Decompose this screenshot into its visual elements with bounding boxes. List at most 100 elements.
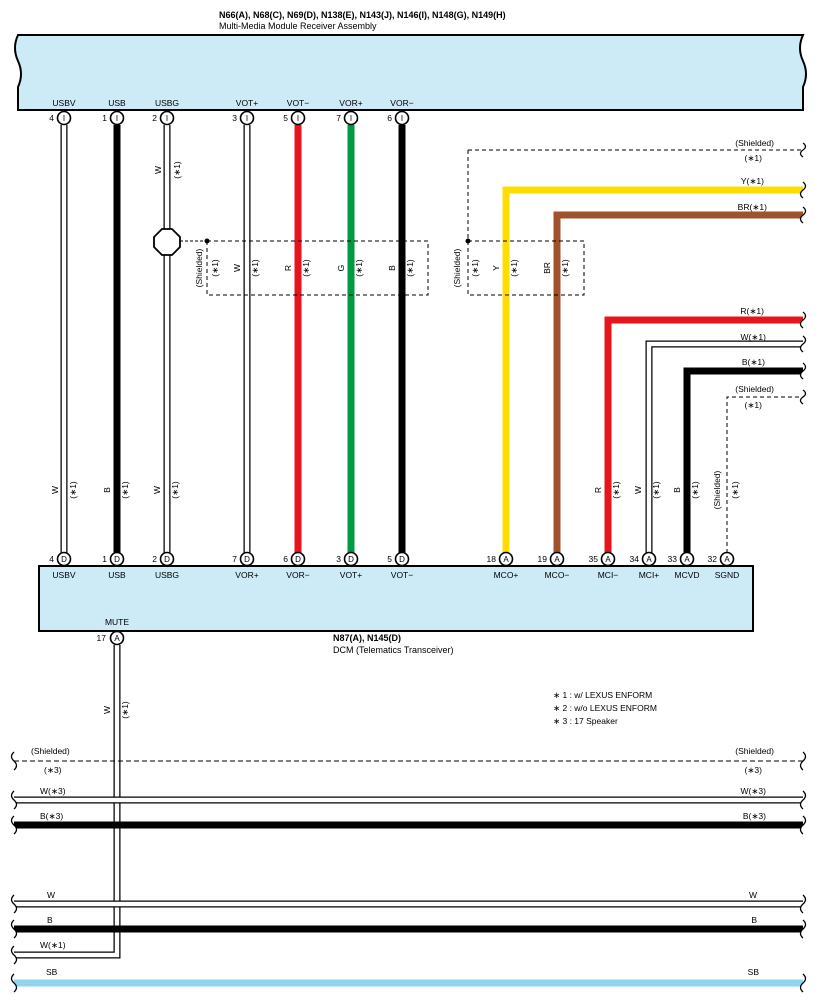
dcm-pin-num: 6 (283, 554, 288, 564)
dcm-pin-label: MCI− (598, 570, 619, 580)
receiver-pin-label-vot-plus: VOT+ (236, 98, 258, 108)
dcm-pin-num: 32 (708, 554, 718, 564)
dcm-pin-num: 33 (668, 554, 678, 564)
break-left-shield (10, 751, 18, 771)
break-right-b (799, 919, 807, 939)
label-mci-minus-r: R (593, 487, 603, 493)
label-mco-plus-note: (∗1) (509, 259, 519, 277)
label-shield-mco: (Shielded) (452, 248, 462, 287)
bottom-w-left: W (47, 890, 55, 900)
receiver-pin-conn: I (297, 114, 299, 123)
label-usbg-note-lower: (∗1) (170, 481, 180, 499)
break-left-b3 (10, 815, 18, 835)
wire-mci-minus (604, 316, 803, 553)
dcm-pin-conn: D (61, 555, 67, 564)
dcm-pin-num: 3 (336, 554, 341, 564)
legend-note-1: ∗ 1 : w/ LEXUS ENFORM (553, 690, 652, 700)
bottom-sb-left: SB (46, 967, 58, 977)
receiver-pin-num: 3 (232, 113, 237, 123)
dcm-pin-label: VOT− (391, 570, 413, 580)
break-mark-yellow (799, 181, 807, 199)
dcm-pin-vor-plus: D (239, 551, 255, 567)
label-note1-sgnd: (∗1) (744, 400, 762, 410)
receiver-pin-conn: I (350, 114, 352, 123)
dcm-pin-mci-plus: A (641, 551, 657, 567)
label-mute-w: W (102, 706, 112, 714)
receiver-pin-vot-minus: I (290, 110, 306, 126)
dcm-pin-conn: A (503, 555, 509, 564)
receiver-pin-label-usbv: USBV (52, 98, 75, 108)
break-right-sb (799, 973, 807, 993)
bottom-b3-right: B(∗3) (743, 811, 766, 821)
label-br1: BR(∗1) (738, 202, 767, 212)
mute-label: MUTE (105, 617, 129, 627)
label-usb-note-lower: (∗1) (120, 481, 130, 499)
dcm-box (38, 565, 754, 632)
receiver-pin-vor-plus: I (343, 110, 359, 126)
label-vot-minus-note: (∗1) (301, 259, 311, 277)
dcm-pin-num: 35 (589, 554, 599, 564)
wire-mco-plus (502, 186, 803, 553)
label-mcvd-note: (∗1) (690, 481, 700, 499)
dcm-name: DCM (Telematics Transceiver) (333, 645, 454, 655)
dcm-pin-num: 7 (232, 554, 237, 564)
dcm-pin-num: 1 (102, 554, 107, 564)
dcm-pin-mco-plus: A (498, 551, 514, 567)
dcm-pin-label: VOR− (286, 570, 309, 580)
dcm-pin-conn: A (724, 555, 730, 564)
label-shielded-top: (Shielded) (735, 138, 774, 148)
receiver-pin-usb: I (109, 110, 125, 126)
receiver-pin-label-usbg: USBG (155, 98, 179, 108)
bottom-w-right: W (749, 890, 757, 900)
label-vor-minus-note: (∗1) (405, 259, 415, 277)
label-shielded-sgnd: (Shielded) (735, 384, 774, 394)
bottom-w3-left: W(∗3) (40, 786, 66, 796)
label-mco-minus-note: (∗1) (560, 259, 570, 277)
label-mci-minus-note: (∗1) (611, 481, 621, 499)
label-usbv-w-lower: W (50, 486, 60, 494)
label-vot-minus-r: R (283, 265, 293, 271)
dcm-pin-num: 18 (487, 554, 497, 564)
receiver-pin-usbv: I (56, 110, 72, 126)
label-sgnd-shielded: (Shielded) (712, 470, 722, 509)
dcm-pin-label: VOT+ (340, 570, 362, 580)
wire-mcvd (683, 367, 803, 553)
label-mci-plus-w: W (633, 486, 643, 494)
shield-mco-dot (465, 238, 471, 244)
dcm-pin-label: VOR+ (235, 570, 258, 580)
dcm-pin-conn: D (399, 555, 405, 564)
receiver-box (14, 34, 807, 111)
label-shield-mco-note: (∗1) (470, 259, 480, 277)
receiver-pin-label-vor-plus: VOR+ (339, 98, 362, 108)
label-usbg-w-upper: W (153, 166, 163, 174)
receiver-pin-conn: I (401, 114, 403, 123)
dcm-pin-label: MCO− (545, 570, 570, 580)
label-vot-plus-w: W (232, 264, 242, 272)
receiver-pin-num: 4 (49, 113, 54, 123)
receiver-name: Multi-Media Module Receiver Assembly (219, 21, 377, 31)
break-mark-sgnd (799, 389, 807, 405)
label-b1: B(∗1) (742, 357, 765, 367)
bottom-b-left: B (47, 915, 53, 925)
receiver-pin-num: 7 (336, 113, 341, 123)
label-mute-note: (∗1) (120, 701, 130, 719)
break-mark-white (799, 335, 807, 353)
label-w1: W(∗1) (740, 332, 766, 342)
dcm-pin-mci-minus: A (600, 551, 616, 567)
label-vor-plus-note: (∗1) (354, 259, 364, 277)
receiver-pin-conn: I (246, 114, 248, 123)
legend-note-2: ∗ 2 : w/o LEXUS ENFORM (553, 703, 657, 713)
dcm-pin-conn: D (348, 555, 354, 564)
receiver-pin-label-usb: USB (108, 98, 126, 108)
wire-mci-plus-fill (646, 341, 803, 553)
break-left-w1 (10, 945, 18, 965)
label-shield-left: (Shielded) (194, 248, 204, 287)
dcm-pin-mco-minus: A (549, 551, 565, 567)
bottom-w1-left: W(∗1) (40, 940, 66, 950)
receiver-pin-num: 5 (283, 113, 288, 123)
dcm-pin-label: MCI+ (639, 570, 660, 580)
break-mark-shield-top (799, 142, 807, 158)
dcm-pin-usbg: D (159, 551, 175, 567)
dcm-pin-vot-minus: D (394, 551, 410, 567)
break-right-b3 (799, 815, 807, 835)
